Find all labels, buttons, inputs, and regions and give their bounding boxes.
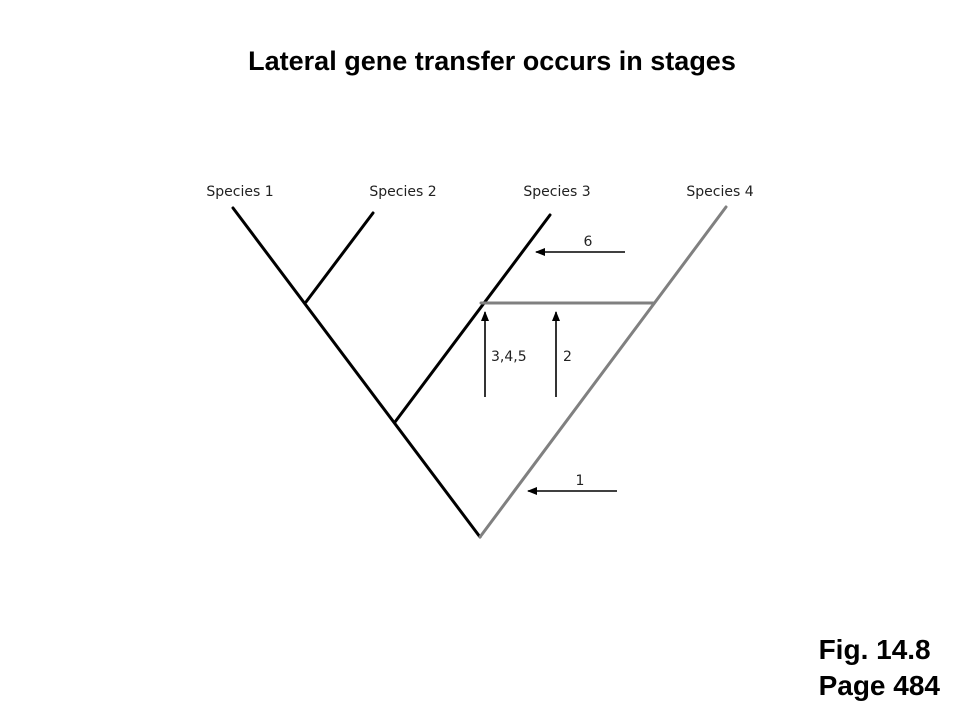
species-4-label: Species 4	[686, 184, 753, 200]
species-1-label: Species 1	[206, 184, 273, 200]
arrow-3-4-5-label: 3,4,5	[491, 349, 527, 365]
arrow-1-label: 1	[576, 473, 585, 489]
species-2-label: Species 2	[369, 184, 436, 200]
arrow-2-label: 2	[563, 349, 572, 365]
page-number: Page 484	[818, 670, 940, 701]
branch-species-2	[304, 211, 375, 304]
species-3-label: Species 3	[523, 184, 590, 200]
branch-species-1	[231, 206, 482, 539]
arrow-6-label: 6	[584, 234, 593, 250]
figure-caption: Fig. 14.8 Page 484	[819, 632, 940, 704]
branch-species-4	[478, 205, 728, 539]
figure-number: Fig. 14.8	[818, 634, 931, 665]
branch-species-3	[393, 213, 552, 424]
slide-title: Lateral gene transfer occurs in stages	[248, 46, 736, 76]
